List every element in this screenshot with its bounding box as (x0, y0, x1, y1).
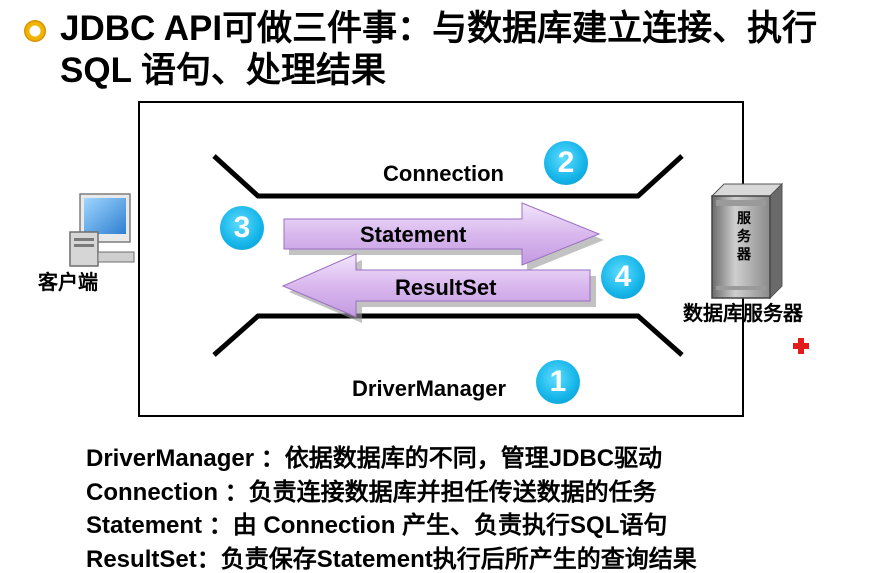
resultset-arrow (281, 253, 591, 318)
connection-pipe-top (212, 154, 684, 199)
step-3-badge: 3 (220, 206, 264, 250)
red-plus-marker-icon (793, 338, 809, 354)
description-resultset: ResultSet：负责保存Statement执行后所产生的查询结果 (86, 545, 697, 573)
server-badge: 服 务 器 (732, 209, 756, 263)
resultset-label: ResultSet (395, 275, 497, 300)
description-drivermanager: DriverManager ：依据数据库的不同，管理JDBC驱动 (86, 445, 663, 472)
drivermanager-label: DriverManager (352, 376, 507, 401)
statement-label: Statement (360, 222, 467, 247)
step-1-badge: 1 (536, 360, 580, 404)
server-badge-char: 务 (737, 228, 751, 244)
server-badge-char: 器 (737, 246, 751, 262)
step-4-badge: 4 (601, 255, 645, 299)
connection-pipe-bottom (212, 313, 684, 357)
description-connection: Connection ：负责连接数据库并担任传送数据的任务 (86, 478, 657, 506)
connection-label: Connection (383, 161, 504, 186)
server-tower-icon (710, 182, 784, 300)
step-2-badge: 2 (544, 141, 588, 185)
client-computer-icon (69, 193, 135, 267)
description-statement: Statement ：由 Connection 产生、负责执行SQL语句 (86, 512, 668, 539)
client-label: 客户端 (38, 272, 98, 294)
server-badge-char: 服 (737, 210, 751, 226)
statement-arrow (283, 202, 601, 266)
server-label: 数据库服务器 (683, 303, 803, 325)
page-title: JDBC API可做三件事：与数据库建立连接、执行SQL 语句、处理结果 (60, 9, 818, 90)
title-bullet-icon (24, 20, 46, 42)
description-list: DriverManager ：依据数据库的不同，管理JDBC驱动 Connect… (86, 442, 876, 573)
